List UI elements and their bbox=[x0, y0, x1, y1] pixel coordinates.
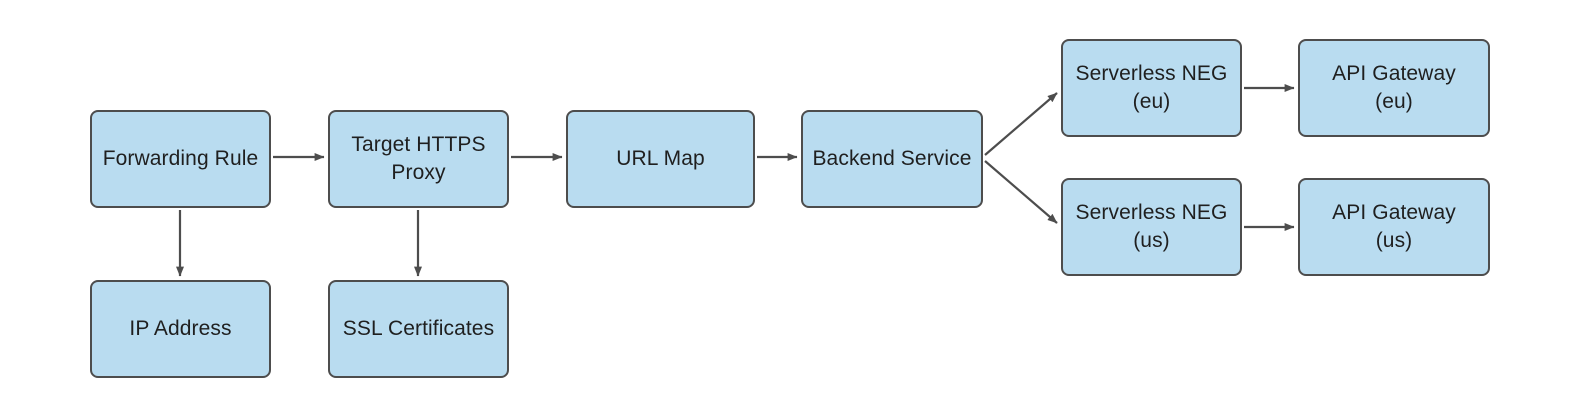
node-forwarding-rule[interactable]: Forwarding Rule bbox=[90, 110, 271, 208]
node-serverless-neg-eu[interactable]: Serverless NEG (eu) bbox=[1061, 39, 1242, 137]
node-target-https-proxy[interactable]: Target HTTPS Proxy bbox=[328, 110, 509, 208]
node-label-serverless-neg-us: Serverless NEG (us) bbox=[1075, 201, 1228, 252]
node-label-target-https-proxy: Target HTTPS Proxy bbox=[351, 133, 486, 184]
node-url-map[interactable]: URL Map bbox=[566, 110, 755, 208]
node-api-gateway-us[interactable]: API Gateway (us) bbox=[1298, 178, 1490, 276]
node-label-api-gateway-us: API Gateway (us) bbox=[1332, 201, 1456, 252]
node-api-gateway-eu[interactable]: API Gateway (eu) bbox=[1298, 39, 1490, 137]
node-label-forwarding-rule: Forwarding Rule bbox=[102, 147, 259, 171]
node-label-url-map: URL Map bbox=[616, 147, 705, 171]
node-label-api-gateway-eu: API Gateway (eu) bbox=[1332, 62, 1456, 113]
node-label-ssl-certificates: SSL Certificates bbox=[342, 317, 495, 341]
node-backend-service[interactable]: Backend Service bbox=[801, 110, 983, 208]
node-ssl-certificates[interactable]: SSL Certificates bbox=[328, 280, 509, 378]
node-label-serverless-neg-eu: Serverless NEG (eu) bbox=[1075, 62, 1228, 113]
node-serverless-neg-us[interactable]: Serverless NEG (us) bbox=[1061, 178, 1242, 276]
node-label-ip-address: IP Address bbox=[129, 317, 232, 341]
edge-backend-service-to-serverless-neg-eu bbox=[984, 92, 1058, 156]
node-ip-address[interactable]: IP Address bbox=[90, 280, 271, 378]
edge-backend-service-to-serverless-neg-us bbox=[984, 160, 1058, 224]
node-label-backend-service: Backend Service bbox=[812, 147, 972, 171]
